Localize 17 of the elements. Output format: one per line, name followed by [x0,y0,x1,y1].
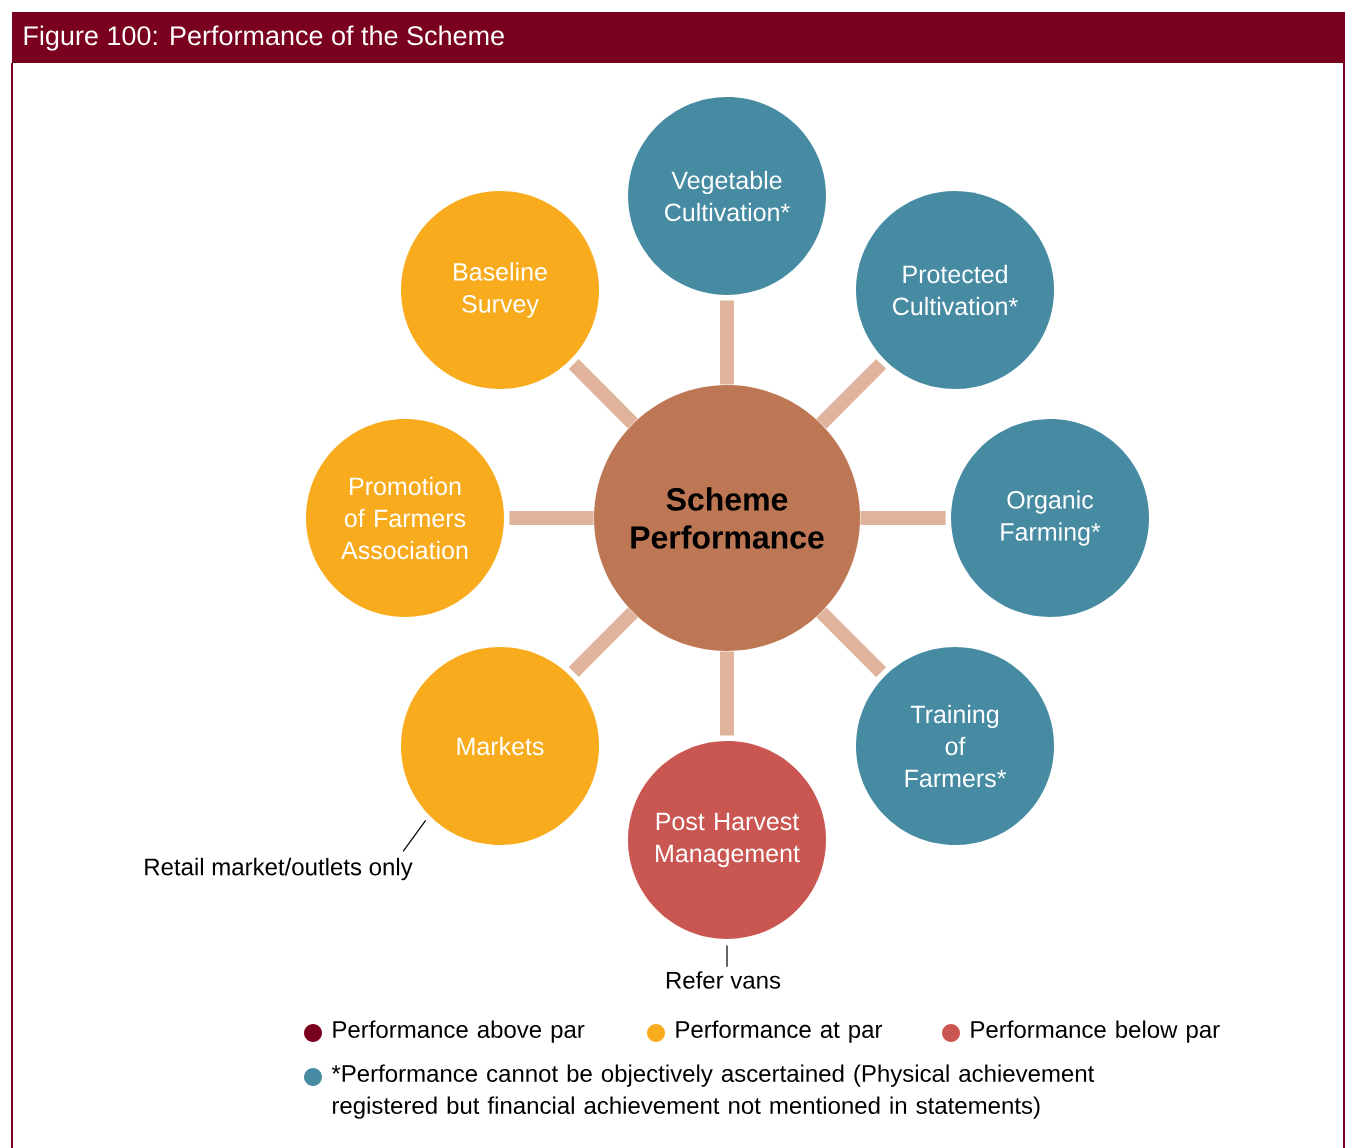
legend-text: *Performance cannot be objectively ascertained (Physical achievement registered but financial achievement not mentioned in statements) [331,1064,1095,1119]
legend-text: Performance above par [333,1020,585,1043]
leader-line [402,819,427,852]
spoke-line [816,358,887,429]
spoke-line [816,607,887,678]
spoke-line [509,511,594,525]
leader-line [726,944,728,968]
note-text: Retail market/outlets only [145,857,413,881]
spoke-line [568,359,638,429]
title-bar: Figure 100: Performance of the Scheme [12,12,1345,63]
spoke-line [860,511,946,525]
spoke-line [568,607,638,677]
note-text: Refer vans [666,971,781,989]
legend-text: Performance below par [971,1020,1220,1043]
spoke-line [720,300,734,385]
legend-text: Performance at par [676,1020,883,1043]
spoke-line [720,651,734,736]
